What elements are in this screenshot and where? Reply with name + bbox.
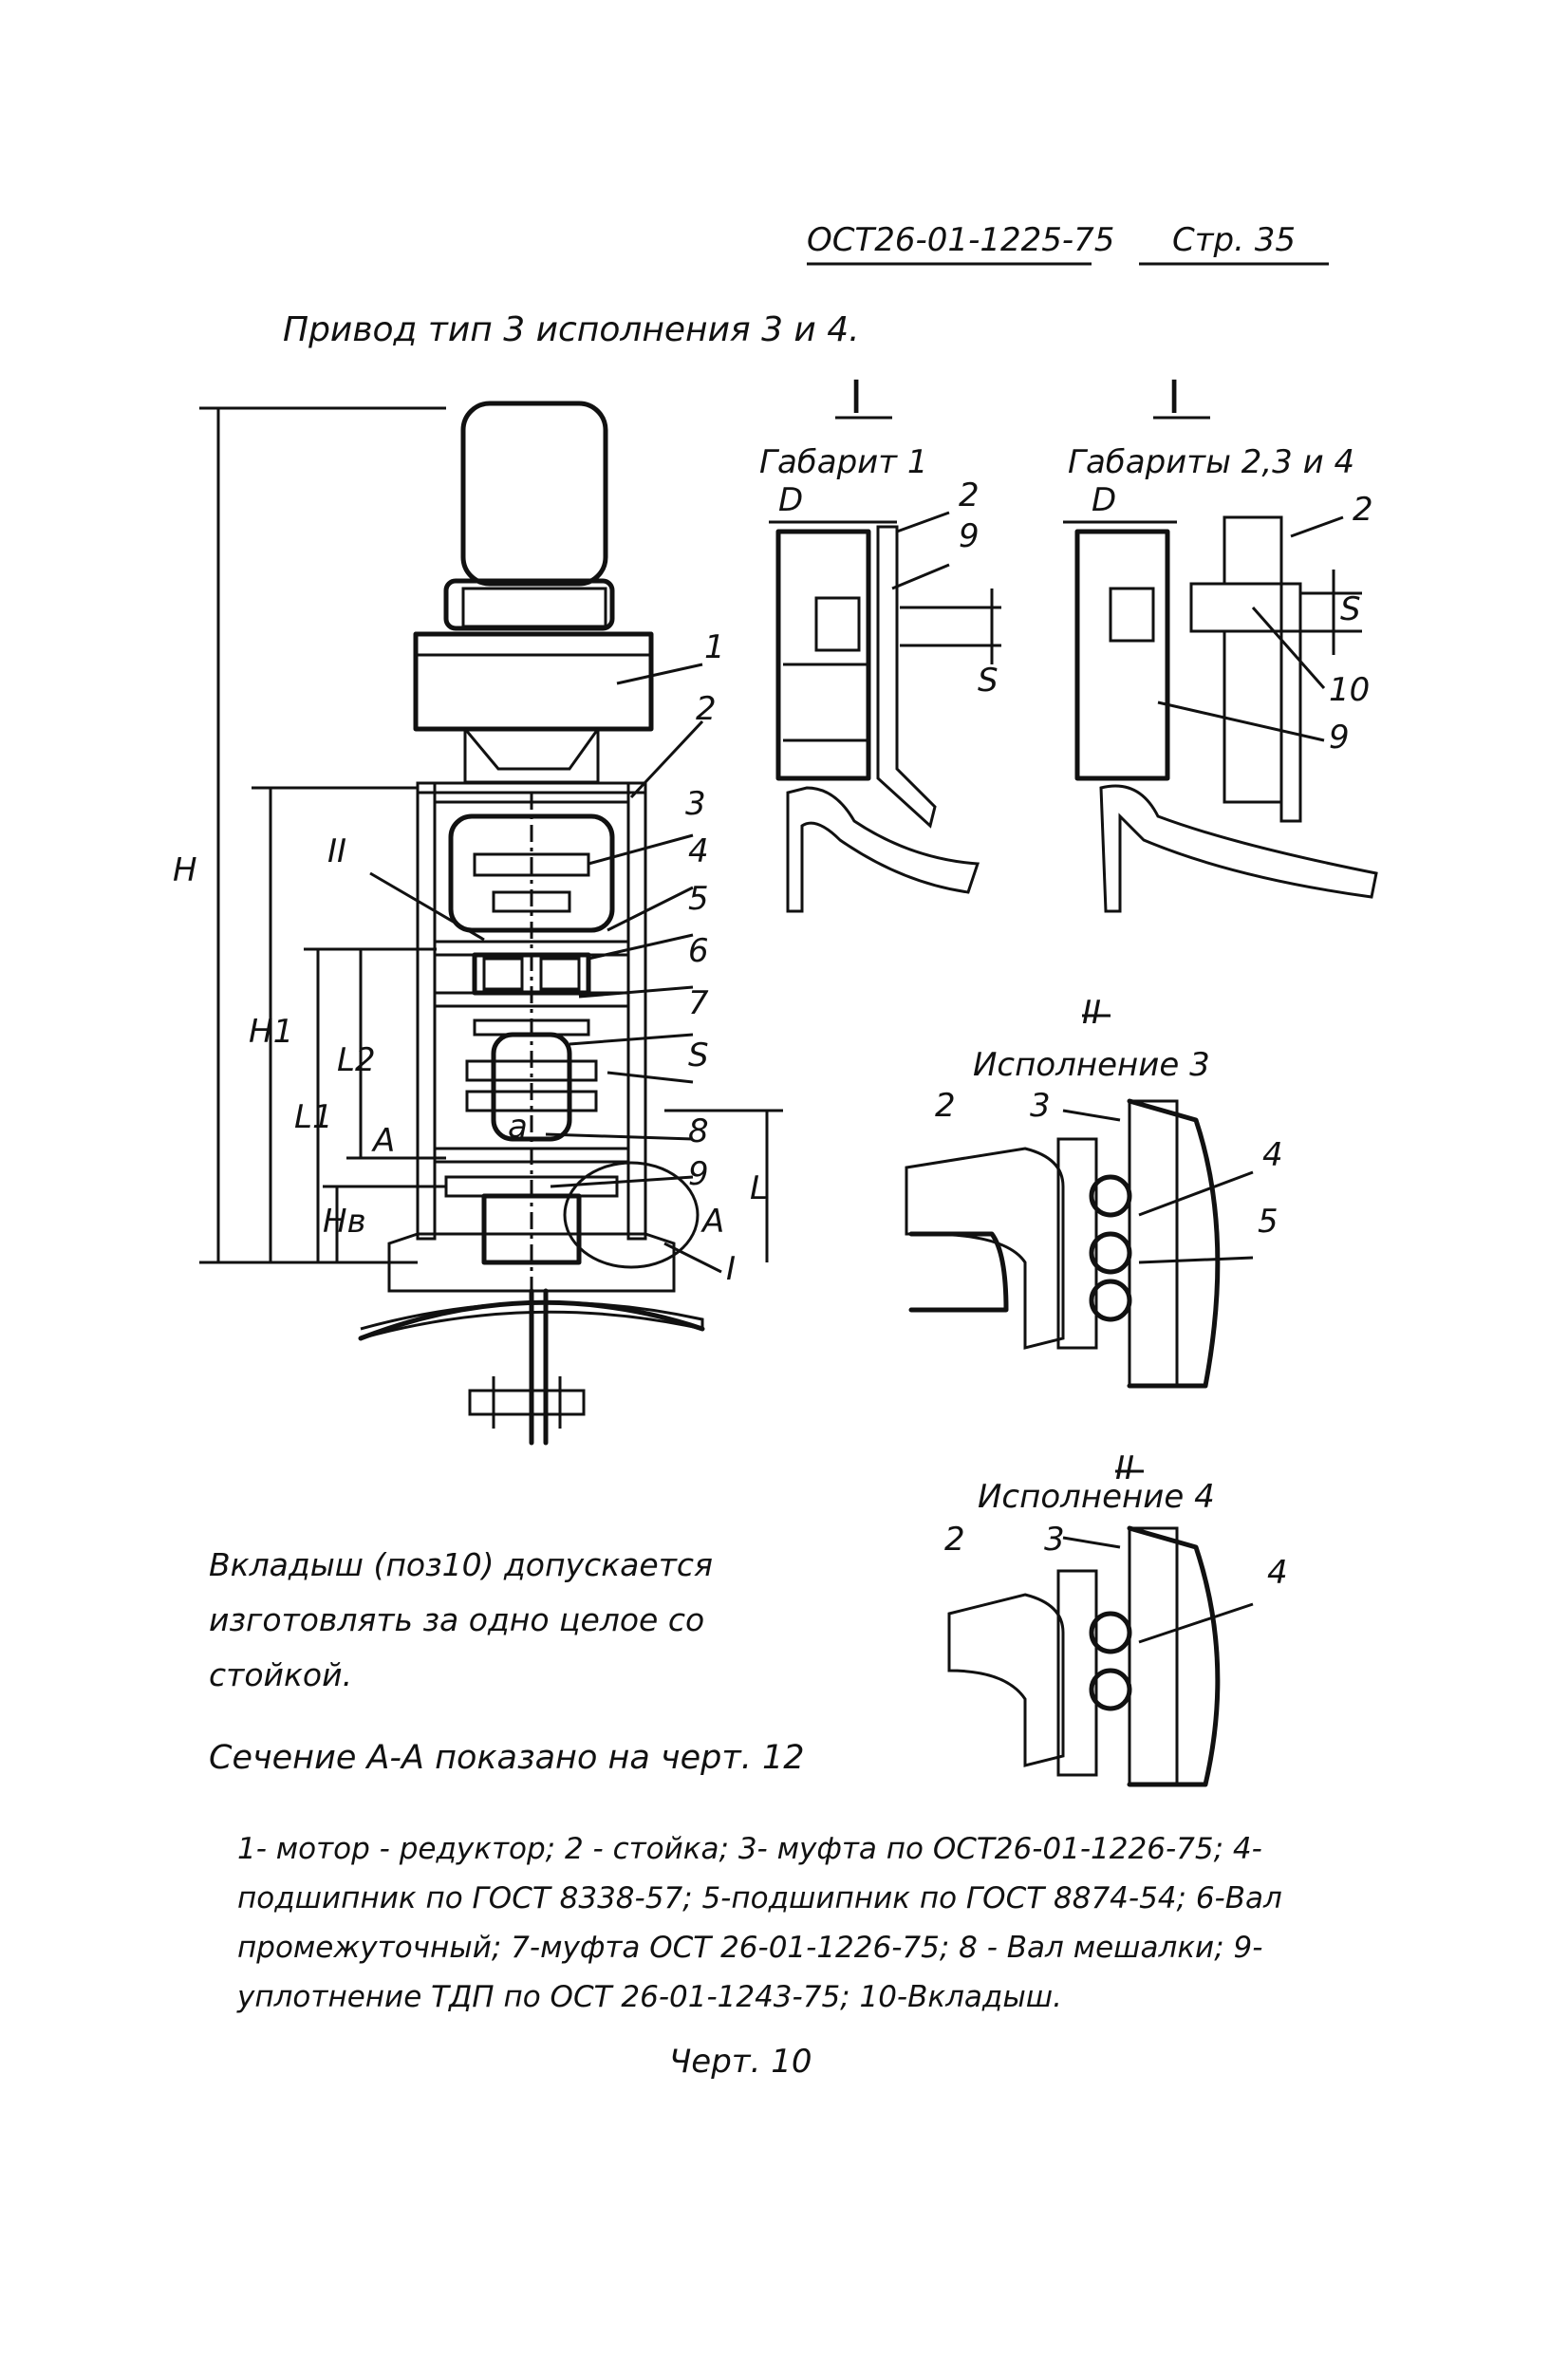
detail-II-v3-label-4: 4 [1262, 1136, 1283, 1174]
detail-I-right-label-2: 2 [1353, 491, 1373, 529]
detail-II-v4-label-2: 2 [944, 1521, 965, 1559]
main-drive-view [199, 401, 783, 1446]
detail-II-version-4 [947, 1469, 1254, 1787]
detail-I-right-label-9: 9 [1329, 719, 1350, 757]
detail-II-v4-label-3: 3 [1044, 1521, 1065, 1559]
dim-Hv: Hв [323, 1203, 366, 1241]
dim-H1: H1 [249, 1013, 294, 1051]
position-4: 4 [688, 832, 709, 870]
position-3: 3 [685, 785, 706, 823]
detail-I-left-label-D: D [778, 481, 804, 519]
detail-II-v3-mark: II [1082, 994, 1102, 1032]
dim-H: H [173, 851, 197, 889]
mark-A-right: A [702, 1203, 725, 1241]
detail-I-left [769, 416, 1001, 913]
detail-I-right-label-D: D [1092, 481, 1117, 519]
detail-I-right-mark: I [1167, 371, 1182, 424]
page-title: Привод тип 3 исполнения 3 и 4. [283, 310, 860, 349]
detail-II-v3-caption: Исполнение 3 [973, 1046, 1210, 1084]
dim-L: L [750, 1169, 768, 1207]
detail-I-right-label-S: S [1340, 590, 1361, 628]
detail-I-left-label-2: 2 [959, 476, 980, 514]
position-9: 9 [688, 1155, 709, 1193]
dim-L2: L2 [337, 1041, 376, 1079]
figure-caption: Черт. 10 [669, 2043, 812, 2081]
position-7: 7 [688, 984, 709, 1022]
detail-II-v4-mark: II [1115, 1449, 1135, 1487]
detail-II-v3-label-5: 5 [1258, 1203, 1279, 1241]
position-8: 8 [688, 1112, 709, 1150]
detail-II-v3-label-2: 2 [935, 1087, 956, 1125]
mark-A-left: A [373, 1122, 396, 1160]
detail-I-left-caption: Габарит 1 [759, 443, 928, 481]
standard-number: ОСТ26-01-1225-75 [807, 221, 1115, 259]
detail-I-left-mark: I [849, 371, 864, 424]
legend: 1- мотор - редуктор; 2 - стойка; 3- муфт… [237, 1832, 1282, 2014]
detail-I-right-caption: Габариты 2,3 и 4 [1068, 443, 1355, 481]
mark-I: I [726, 1250, 737, 1288]
detail-I-left-label-S: S [978, 662, 999, 700]
detail-II-version-3 [905, 1014, 1254, 1389]
detail-II-v4-caption: Исполнение 4 [978, 1478, 1215, 1516]
page-number: Стр. 35 [1172, 221, 1297, 259]
position-6: 6 [688, 932, 709, 970]
detail-I-right [1063, 416, 1378, 913]
position-1: 1 [704, 628, 725, 666]
detail-II-v3-label-3: 3 [1030, 1087, 1051, 1125]
insert-note: Вкладыш (поз10) допускается изготовлять … [209, 1546, 713, 1693]
section-note: Сечение А-А показано на черт. 12 [209, 1739, 805, 1777]
mark-a: a [508, 1108, 528, 1146]
dim-L1: L1 [294, 1098, 333, 1136]
detail-I-right-label-10: 10 [1329, 671, 1371, 709]
position-2: 2 [696, 690, 717, 728]
mark-II: II [327, 832, 347, 870]
detail-I-left-label-9: 9 [959, 517, 980, 555]
position-5: 5 [688, 880, 709, 918]
position-S: S [688, 1037, 709, 1074]
detail-II-v4-label-4: 4 [1267, 1554, 1288, 1592]
